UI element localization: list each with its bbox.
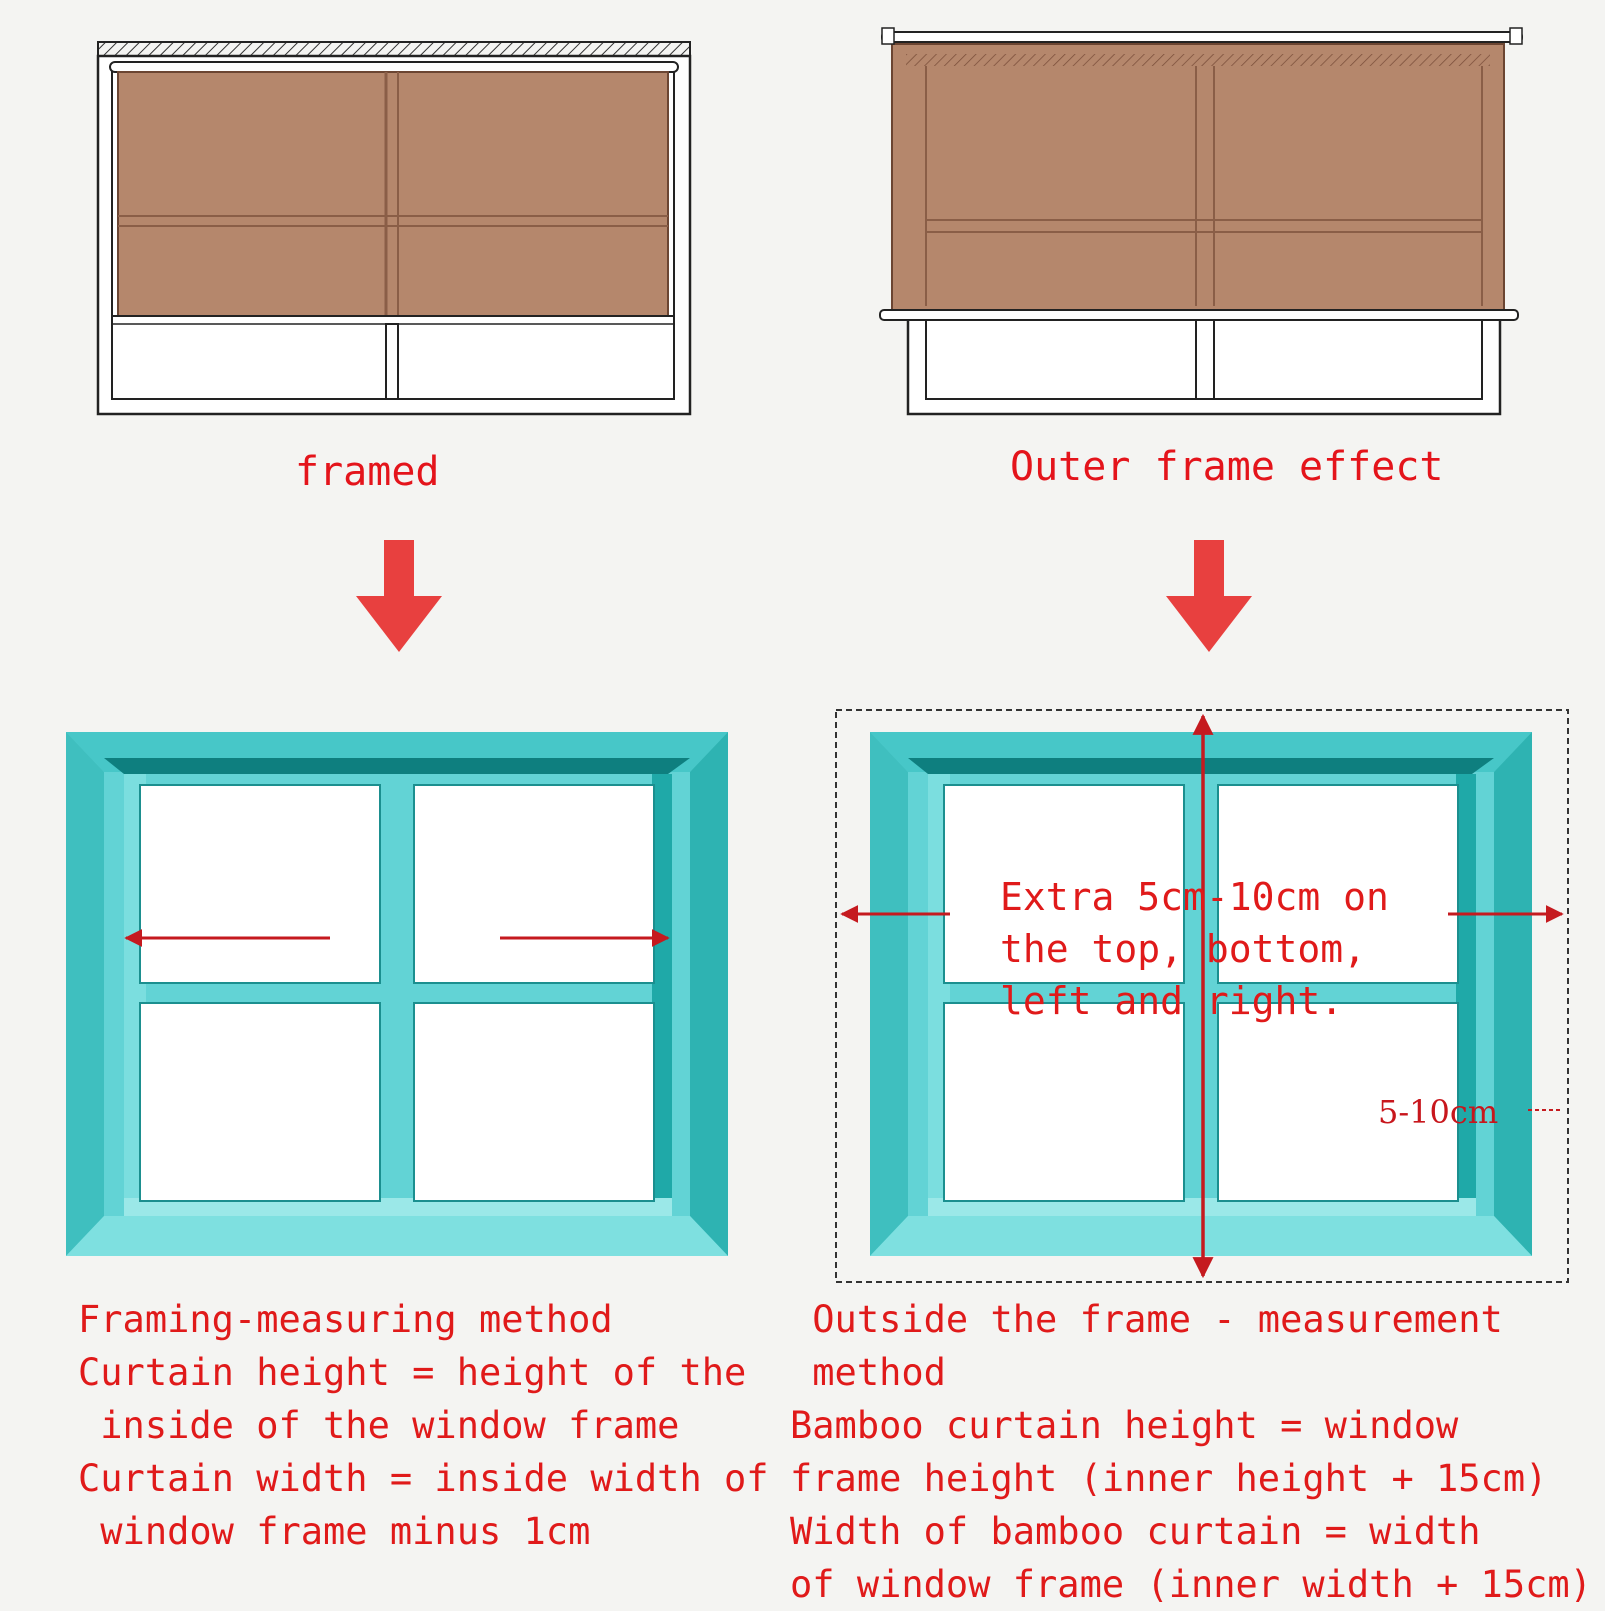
- text-line: Curtain height = height of the: [78, 1351, 747, 1394]
- curtain-panel: [891, 43, 1505, 317]
- text-line: inside of the window frame: [78, 1404, 680, 1447]
- outer-frame-effect-caption: Outer frame effect: [1010, 444, 1444, 490]
- pelmet-hatched: [97, 41, 691, 57]
- down-arrow-icon: [1166, 540, 1252, 652]
- inside-measure-window: [66, 732, 728, 1256]
- text-line: Bamboo curtain height = window: [790, 1404, 1459, 1447]
- text-line: Outside the frame - measurement: [790, 1298, 1503, 1341]
- text-line: frame height (inner height + 15cm): [790, 1457, 1548, 1500]
- text-line: of window frame (inner width + 15cm): [790, 1563, 1592, 1606]
- dashed-measure-boundary: [835, 709, 1569, 1283]
- curtain-rod-top: [881, 31, 1523, 43]
- text-line: method: [790, 1351, 946, 1394]
- curtain-panel: [117, 71, 669, 317]
- bottom-bar: [879, 309, 1519, 321]
- down-arrow-icon: [356, 540, 442, 652]
- outside-measure-window: [835, 709, 1569, 1283]
- text-line: Width of bamboo curtain = width: [790, 1510, 1481, 1553]
- framed-caption: framed: [295, 449, 440, 495]
- extra-margin-note-line-1: Extra 5cm-10cm on: [1000, 875, 1389, 919]
- extra-margin-note-line-2: the top, bottom,: [1000, 927, 1367, 971]
- outside-mount-illustration: [879, 27, 1523, 416]
- text-line: Curtain width = inside width of: [78, 1457, 769, 1500]
- text-line: window frame minus 1cm: [78, 1510, 591, 1553]
- extra-margin-note-line-3: left and right.: [1000, 979, 1344, 1023]
- inside-mount-illustration: [96, 41, 692, 416]
- outside-measurement-text: Outside the frame - measurement method B…: [790, 1293, 1592, 1611]
- text-line: Framing-measuring method: [78, 1298, 613, 1341]
- margin-label: 5-10cm: [1378, 1093, 1499, 1131]
- curtain-rail: [109, 61, 679, 73]
- inside-measurement-text: Framing-measuring method Curtain height …: [78, 1293, 769, 1558]
- valance-hatched: [906, 54, 1490, 66]
